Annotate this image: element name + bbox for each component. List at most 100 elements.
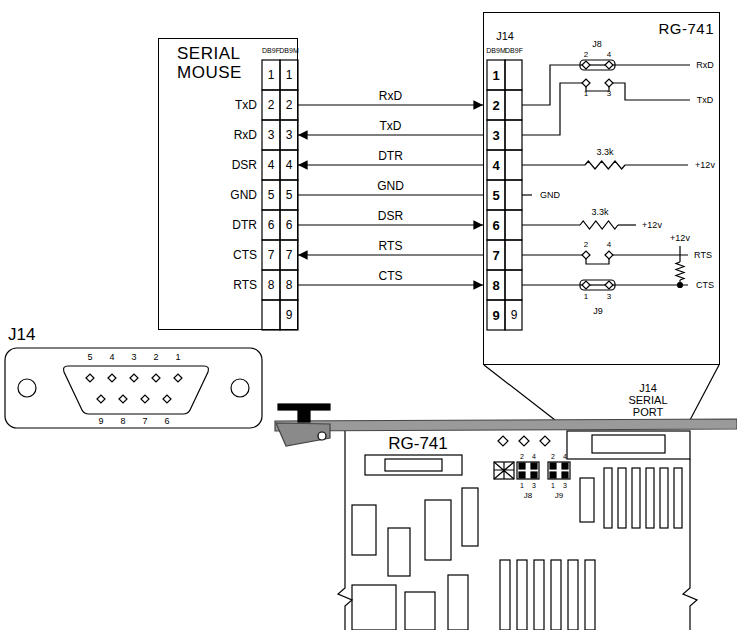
pin-cell: [280, 240, 298, 270]
pin-cell: [487, 240, 505, 270]
pin-cell: [262, 210, 280, 240]
pin-symbol: [605, 251, 613, 259]
column-header: DB9M: [486, 47, 505, 54]
wire: [522, 254, 582, 255]
pin-cell: [505, 180, 522, 210]
jumper-pin: [550, 472, 556, 478]
node-title: SERIAL MOUSE: [177, 45, 257, 82]
chip: [425, 500, 451, 560]
device-box: SERIAL MOUSE: [158, 38, 298, 330]
signal-name: RTS: [233, 279, 257, 291]
pin-number: 9: [511, 309, 518, 321]
pin-number: 9: [286, 309, 293, 321]
wire: [522, 284, 582, 285]
pin-number: 8: [120, 417, 125, 426]
pin-number: 6: [164, 417, 169, 426]
resistor-symbol: [585, 161, 625, 169]
jumper-pin-number: 1: [584, 90, 588, 98]
signal-arrow: [298, 194, 483, 195]
chip: [352, 505, 376, 555]
pin-symbol: [582, 79, 590, 87]
pin-cell: [262, 60, 280, 90]
chip: [646, 468, 654, 528]
resistor-value: 3.3k: [591, 208, 608, 217]
pin-cell: [262, 120, 280, 150]
jumper-block: [548, 462, 570, 479]
pin-number: 6: [286, 219, 293, 231]
wire: [522, 83, 582, 135]
signal-name: CTS: [379, 270, 403, 282]
jumper-shunt: [580, 280, 615, 290]
leader-line: [484, 365, 555, 420]
pin-cell: [262, 270, 280, 300]
column-header: DB9M: [279, 47, 298, 54]
pin-number: 5: [286, 189, 293, 201]
mounting-hole: [18, 379, 36, 397]
signal-arrow: [298, 254, 483, 255]
pin-cell: [487, 90, 505, 120]
wire: [679, 246, 680, 262]
pin-cell: [262, 150, 280, 180]
mounting-hole: [231, 379, 249, 397]
pin-cell: [262, 180, 280, 210]
pin-number: 3: [131, 353, 136, 362]
pin-symbol: [108, 374, 116, 382]
signal-name: RTS: [379, 240, 403, 252]
jumper-pin-number: 3: [607, 90, 611, 98]
pin-cell: [487, 120, 505, 150]
wire: [618, 224, 636, 225]
board-label: RG-741: [388, 435, 448, 452]
signal-name: DSR: [378, 210, 403, 222]
junction-dot: [678, 283, 683, 288]
wire: [625, 164, 688, 165]
chip: [462, 488, 478, 546]
mounting-plate: [275, 419, 737, 431]
jumper-pin-number: 1: [520, 482, 524, 489]
signal-name: DSR: [232, 159, 257, 171]
signal-name: TxD: [697, 96, 714, 105]
pin-cell: [280, 270, 298, 300]
jumper-pin-number: 3: [607, 293, 611, 301]
jumper-pin-number: 4: [607, 241, 611, 249]
connector-label: J14: [8, 326, 35, 343]
chip: [352, 585, 396, 630]
chip: [674, 468, 682, 528]
signal-arrow: [298, 224, 483, 225]
jumper-label: J8: [592, 40, 602, 49]
pin-number: 8: [492, 279, 499, 292]
jumper-pin: [550, 463, 556, 469]
pin-cell: [487, 210, 505, 240]
jumper-pin-number: 1: [584, 293, 588, 301]
pin-number: 1: [492, 69, 499, 82]
pin-number: 8: [286, 279, 293, 291]
pin-cell: [505, 300, 522, 330]
jumper-shunt: [586, 87, 609, 91]
jumper-pin-number: 4: [532, 453, 536, 460]
pin-symbol: [605, 281, 613, 289]
signal-name: TxD: [235, 99, 257, 111]
pin-number: 5: [87, 353, 92, 362]
wire: [613, 64, 690, 65]
pin-number: 7: [268, 249, 275, 261]
bracket-screw: [318, 432, 326, 440]
pin-number: 4: [268, 159, 275, 171]
voltage-label: +12v: [695, 161, 715, 170]
signal-name: CTS: [233, 249, 257, 261]
node-title: RG-741: [644, 21, 714, 38]
signal-name: TxD: [380, 120, 402, 132]
pin-symbol: [97, 395, 105, 403]
wire: [613, 83, 690, 100]
jumper-pin-number: 4: [607, 51, 611, 59]
pin-number: 1: [286, 69, 293, 81]
pin-cell: [505, 210, 522, 240]
signal-name: DTR: [378, 150, 403, 162]
chip: [632, 468, 640, 528]
pin-number: 8: [268, 279, 275, 291]
resistor-symbol: [580, 221, 618, 229]
bracket-tab: [298, 410, 310, 422]
pin-cell: [280, 180, 298, 210]
voltage-label: +12v: [642, 221, 662, 230]
jumper-pin-number: 2: [551, 453, 555, 460]
pin-number: 9: [98, 417, 103, 426]
